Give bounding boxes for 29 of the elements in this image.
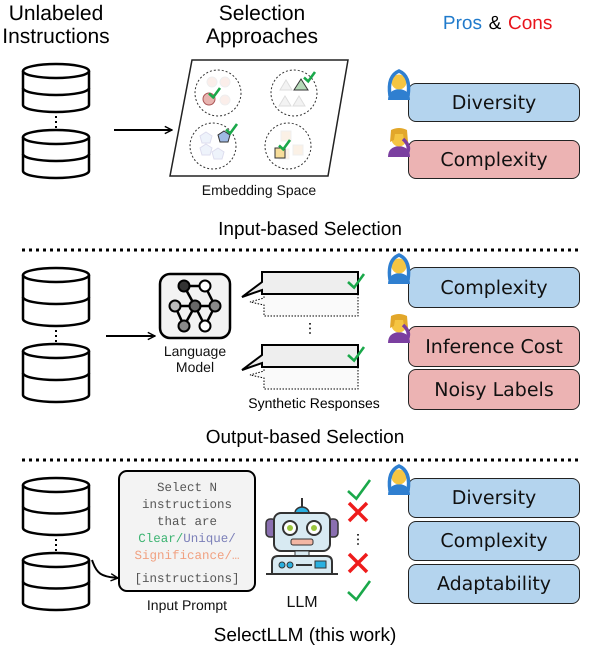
section-title: Input-based Selection: [217, 220, 403, 241]
section-title: SelectLLM (this work): [212, 626, 398, 647]
column-heading: &: [488, 14, 502, 35]
column-heading: Cons: [508, 14, 554, 35]
arrow: [114, 126, 173, 134]
arrow: [106, 332, 156, 340]
node-label: Language Model: [162, 343, 228, 376]
drawback-tag: Complexity: [408, 140, 580, 179]
drawback-tag: Inference Cost: [408, 326, 580, 367]
prompt-keyword: Clear/: [138, 532, 184, 546]
arrow: [91, 560, 119, 582]
column-heading: Pros: [442, 14, 482, 35]
advantage-tag: Diversity: [408, 83, 580, 122]
drawback-tag: Noisy Labels: [408, 369, 580, 410]
advantage-tag: Adaptability: [408, 564, 580, 604]
advantage-tag: Complexity: [408, 521, 580, 561]
column-heading: Unlabeled Instructions: [1, 2, 111, 48]
advantage-tag: Diversity: [408, 478, 580, 518]
advantage-tag: Complexity: [408, 267, 580, 308]
node-label: Input Prompt: [146, 597, 228, 614]
node-label: LLM: [285, 594, 319, 612]
caption: Synthetic Responses: [247, 396, 381, 412]
prompt-text: Select N instructions that are: [140, 480, 233, 531]
column-heading: Selection Approaches: [204, 2, 320, 48]
prompt-keyword: Unique/: [183, 532, 236, 546]
node-label: Embedding Space: [200, 182, 318, 198]
prompt-text: [instructions]: [133, 571, 241, 588]
prompt-keyword: Significance/…: [133, 548, 241, 565]
section-title: Output-based Selection: [204, 428, 406, 449]
